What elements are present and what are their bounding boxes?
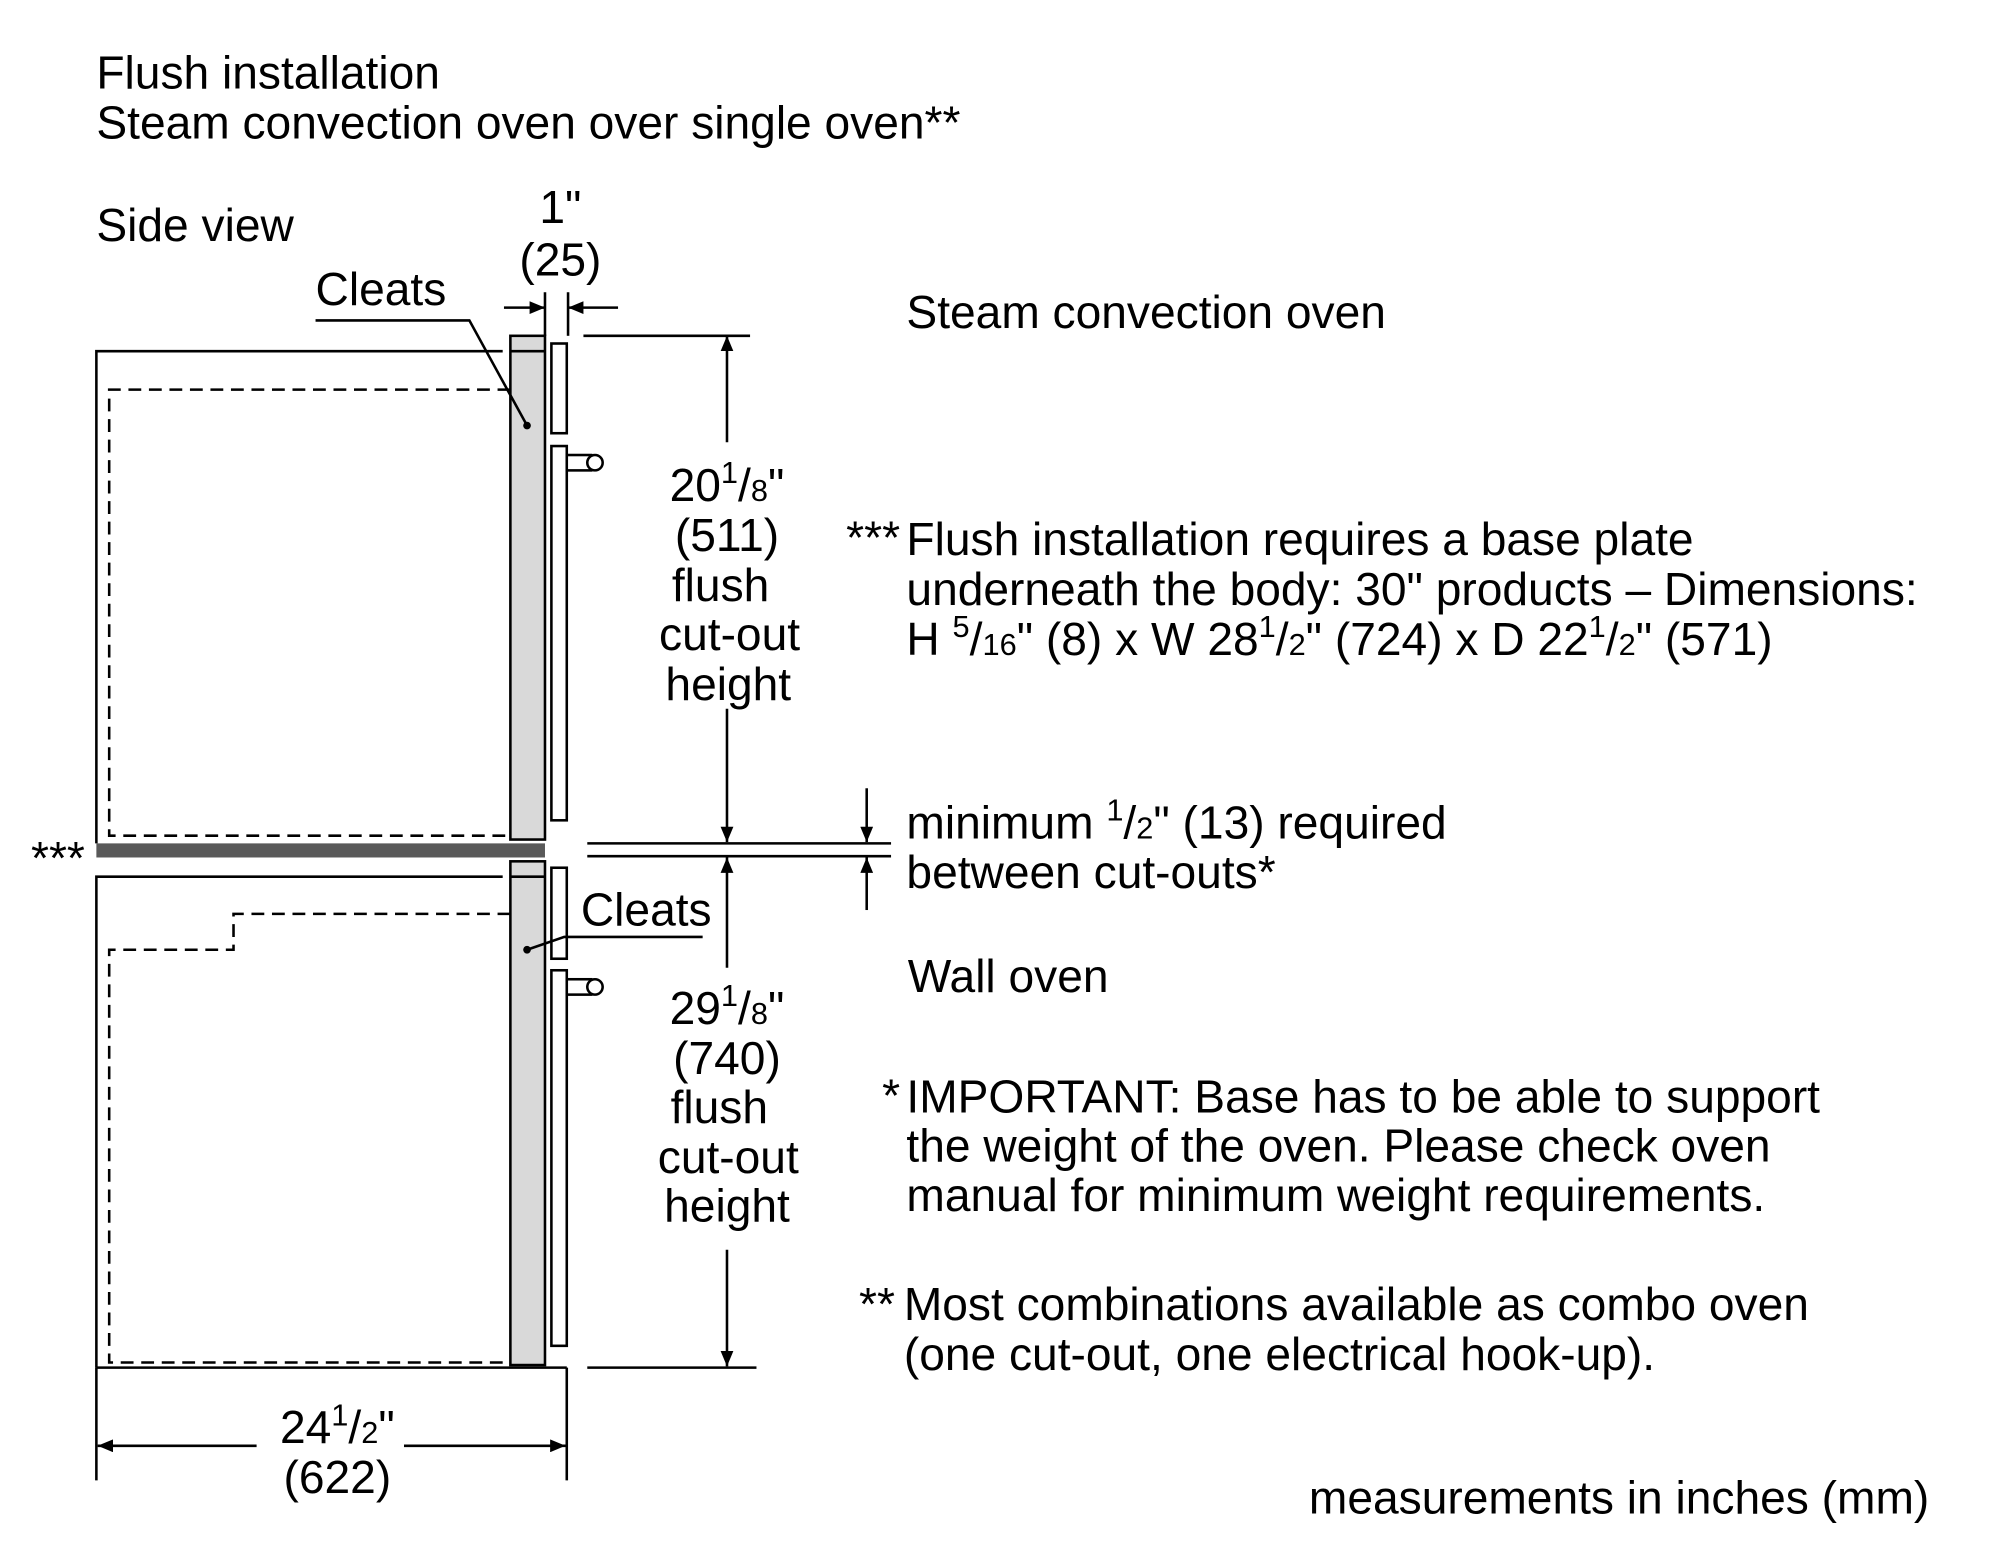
min-gap-dimension [587, 788, 892, 911]
cleats-label-bottom: Cleats [581, 883, 712, 935]
base-plate-note-line3: H 5/16" (8) x W 281/2" (724) x D 221/2" … [906, 609, 1772, 665]
important-note-line2: the weight of the oven. Please check ove… [906, 1119, 1770, 1171]
steam-oven-label: Steam convection oven [906, 286, 1385, 338]
title: Flush installation [96, 46, 440, 98]
min-gap-line1: minimum 1/2" (13) required [906, 792, 1446, 848]
important-note-line3: manual for minimum weight requirements. [906, 1169, 1765, 1221]
door-handle-icon [565, 453, 604, 472]
base-plate-note-line2: underneath the body: 30" products – Dime… [906, 563, 1917, 615]
subtitle: Steam convection oven over single oven** [96, 96, 960, 148]
base-plate-note-line1: Flush installation requires a base plate [906, 513, 1693, 565]
base-plate-note-marker: *** [846, 512, 900, 564]
combo-note-marker: ** [859, 1278, 895, 1330]
min-gap-line2: between cut-outs* [906, 846, 1275, 898]
cleat-strip-upper [509, 334, 547, 841]
oven-door-upper [550, 444, 569, 822]
upper-height-l1: flush [672, 559, 769, 611]
base-plate-marker: *** [31, 832, 85, 884]
important-note-line1: IMPORTANT: Base has to be able to suppor… [906, 1071, 1820, 1123]
oven-door-lower [550, 968, 569, 1348]
wall-oven-label: Wall oven [908, 950, 1109, 1002]
gap-dimension-arrows [503, 292, 619, 336]
combo-note-line2: (one cut-out, one electrical hook-up). [904, 1328, 1655, 1380]
upper-height-l2: cut-out [659, 608, 800, 660]
combo-note-line1: Most combinations available as combo ove… [904, 1278, 1809, 1330]
gap-inch: 1" [539, 181, 581, 233]
measurements-note: measurements in inches (mm) [1309, 1472, 1929, 1524]
gap-mm: (25) [519, 234, 601, 286]
door-handle-icon [565, 977, 604, 996]
base-plate [96, 843, 545, 858]
upper-cabinet [95, 334, 604, 844]
lower-height-mm: (740) [673, 1032, 781, 1084]
cleats-leader-bottom [526, 935, 703, 951]
upper-height-l3: height [665, 658, 791, 710]
cleats-leader-top [315, 319, 529, 427]
important-note-marker: * [882, 1069, 900, 1121]
upper-height-dimension [583, 334, 751, 843]
lower-height-dimension [587, 857, 757, 1369]
lower-height-l3: height [664, 1179, 790, 1231]
lower-cabinet [95, 860, 604, 1368]
upper-height-inch: 201/8" [670, 455, 785, 511]
lower-height-l2: cut-out [658, 1131, 799, 1183]
cleat-strip-lower [509, 860, 547, 1367]
oven-control-panel-upper [550, 342, 569, 435]
width-inch: 241/2" [280, 1397, 395, 1453]
oven-control-panel-lower [550, 866, 569, 961]
view-label: Side view [96, 199, 294, 251]
width-dimension [95, 1366, 569, 1481]
upper-height-mm: (511) [675, 509, 779, 561]
lower-height-l1: flush [671, 1081, 768, 1133]
cleats-label-top: Cleats [316, 263, 447, 315]
lower-height-inch: 291/8" [670, 978, 785, 1034]
width-mm: (622) [283, 1451, 391, 1503]
